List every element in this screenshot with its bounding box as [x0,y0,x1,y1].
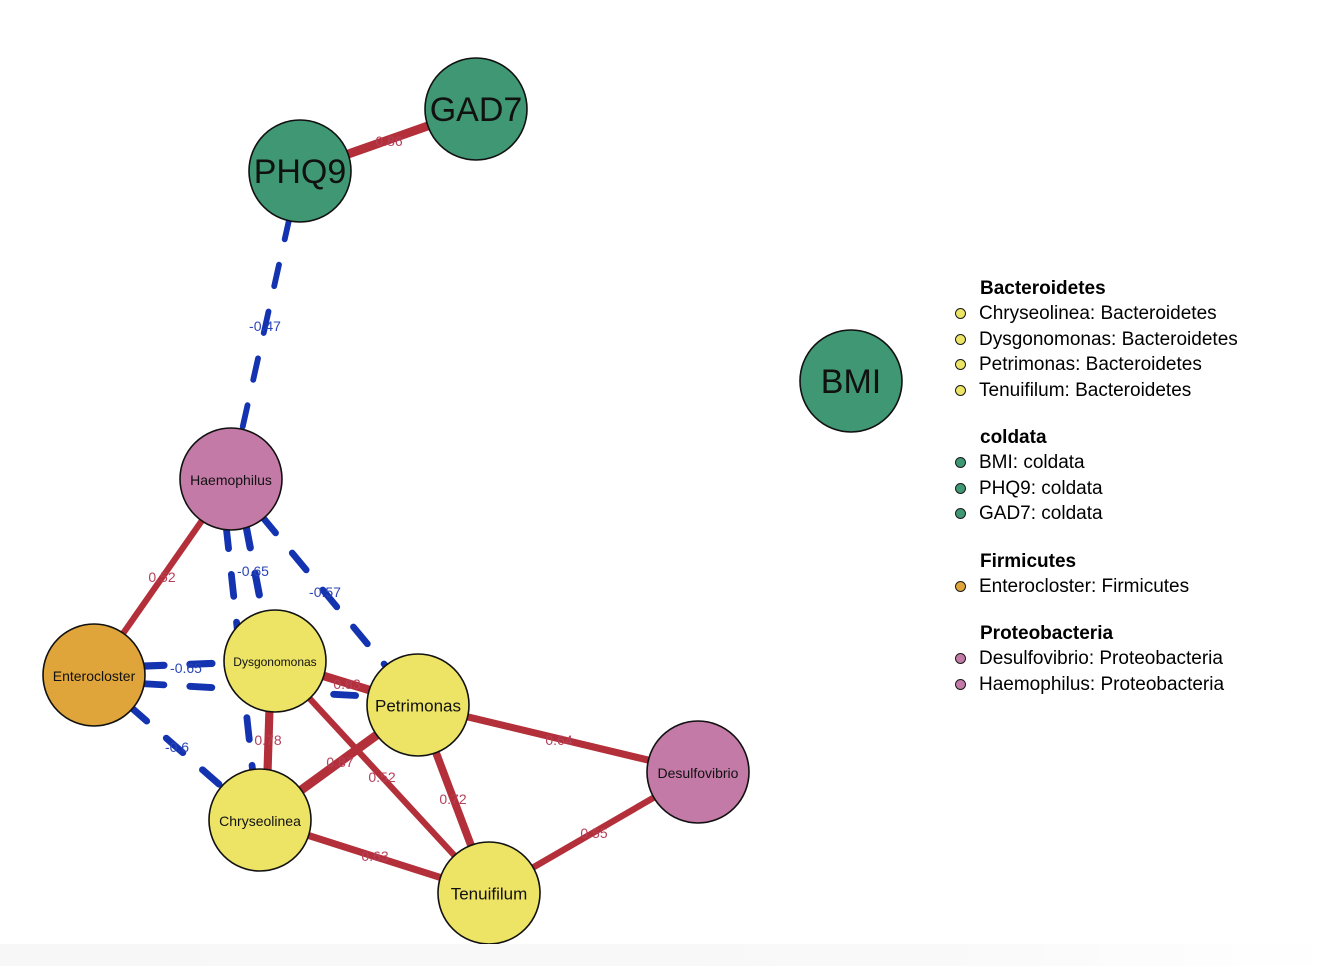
legend-item: Petrimonas: Bacteroidetes [952,352,1238,378]
node-label: Petrimonas [375,697,461,716]
node-label: Tenuifilum [451,885,528,904]
legend-item: Enterocloster: Firmicutes [952,574,1238,600]
node-circle[interactable] [646,720,750,824]
legend-dot-icon [955,308,966,320]
node-label: Chryseolinea [219,813,301,829]
legend-title: coldata [980,427,1047,448]
node-enterocloster[interactable]: Enterocloster [42,623,146,727]
edge-label: 0.83 [333,676,360,692]
legend-item: Chryseolinea: Bacteroidetes [952,301,1238,327]
node-tenuifilum[interactable]: Tenuifilum [437,841,541,945]
edge-enterocloster-chryseolinea [90,671,264,824]
legend-dot-icon [955,457,966,469]
legend-item-label: Tenuifilum: Bacteroidetes [979,379,1192,401]
node-phq9[interactable]: PHQ9 [248,119,352,223]
node-label: PHQ9 [254,153,347,191]
node-label: GAD7 [430,91,523,129]
edge-label: -0.47 [249,318,281,334]
edge-label: -0.6 [165,739,189,755]
node-desulfovibrio[interactable]: Desulfovibrio [646,720,750,824]
legend-dot-icon [955,653,966,665]
node-label: Enterocloster [53,668,136,684]
edge-label: 0.78 [254,732,281,748]
node-chryseolinea[interactable]: Chryseolinea [208,768,312,872]
edge-label: 0.63 [361,848,388,864]
edge-label: 0.55 [580,825,607,841]
edge-label: 0.72 [439,791,466,807]
legend-item: BMI: coldata [952,450,1238,476]
legend-dot-icon [955,678,966,690]
node-haemophilus[interactable]: Haemophilus [179,427,283,531]
edge-label: 0.52 [368,769,395,785]
legend-dot-icon [955,508,966,520]
node-circle[interactable] [424,57,528,161]
legend-group-firmicutes: Firmicutes Enterocloster: Firmicutes [952,549,1238,600]
node-circle[interactable] [42,623,146,727]
legend-item: Haemophilus: Proteobacteria [952,672,1238,698]
edge-dysgonomonas-tenuifilum [272,658,492,896]
node-circle[interactable] [179,427,283,531]
legend-title: Firmicutes [980,550,1077,572]
legend-dot-icon [955,359,966,371]
node-label: Desulfovibrio [658,765,739,781]
edge-label: -0.65 [170,660,202,676]
legend-group-bacteroidetes: Bacteroidetes Chryseolinea: Bacteroidete… [952,276,1238,403]
node-label: Haemophilus [190,472,272,488]
node-dysgonomonas[interactable]: Dysgonomonas [223,609,327,713]
node-gad7[interactable]: GAD7 [424,57,528,161]
edge-phq9-haemophilus [228,168,303,482]
edge-label: 0.86 [375,133,402,149]
legend-item-label: GAD7: coldata [979,503,1103,524]
legend-item-label: Enterocloster: Firmicutes [979,575,1190,597]
node-circle[interactable] [366,653,470,757]
edge-labels-layer: 0.86 -0.47 0.52 -0.65 -0.57 -0.65 -0.6 0.83 0.78… [148,133,607,864]
edge-label: 0.64 [545,732,572,748]
edge-label: 0.52 [148,569,175,585]
legend-item-label: Haemophilus: Proteobacteria [979,673,1225,695]
node-circle[interactable] [799,329,903,433]
legend-item: PHQ9: coldata [952,476,1238,502]
edge-label: -0.57 [309,584,341,600]
legend-title: Proteobacteria [980,623,1114,644]
node-petrimonas[interactable]: Petrimonas [366,653,470,757]
legend-item-label: PHQ9: coldata [979,477,1103,499]
bottom-band [0,944,1340,966]
node-circle[interactable] [208,768,312,872]
legend-item-label: Desulfovibrio: Proteobacteria [979,648,1223,669]
legend-item-label: Petrimonas: Bacteroidetes [979,354,1202,375]
edge-label: 0.87 [326,754,353,770]
legend-item-label: Chryseolinea: Bacteroidetes [979,303,1217,324]
node-circle[interactable] [223,609,327,713]
node-bmi[interactable]: BMI [799,329,903,433]
legend-dot-icon [955,580,966,592]
legend-title: Bacteroidetes [980,278,1106,299]
legend-item: Dysgonomonas: Bacteroidetes [952,327,1238,353]
legend: Bacteroidetes Chryseolinea: Bacteroidete… [952,276,1238,719]
legend-dot-icon [955,333,966,345]
node-circle[interactable] [248,119,352,223]
legend-group-proteobacteria: Proteobacteria Desulfovibrio: Proteobact… [952,621,1238,697]
legend-item: Desulfovibrio: Proteobacteria [952,646,1238,672]
legend-item: GAD7: coldata [952,501,1238,527]
legend-dot-icon [955,482,966,494]
edge-haemophilus-chryseolinea [217,475,262,824]
legend-group-coldata: coldata BMI: coldata PHQ9: coldata GAD7:… [952,425,1238,527]
legend-item-label: Dysgonomonas: Bacteroidetes [979,328,1238,350]
legend-dot-icon [955,384,966,396]
legend-item: Tenuifilum: Bacteroidetes [952,378,1238,404]
node-label: Dysgonomonas [233,655,316,669]
node-label: BMI [821,363,881,401]
legend-item-label: BMI: coldata [979,452,1085,473]
edge-label: -0.65 [237,563,269,579]
